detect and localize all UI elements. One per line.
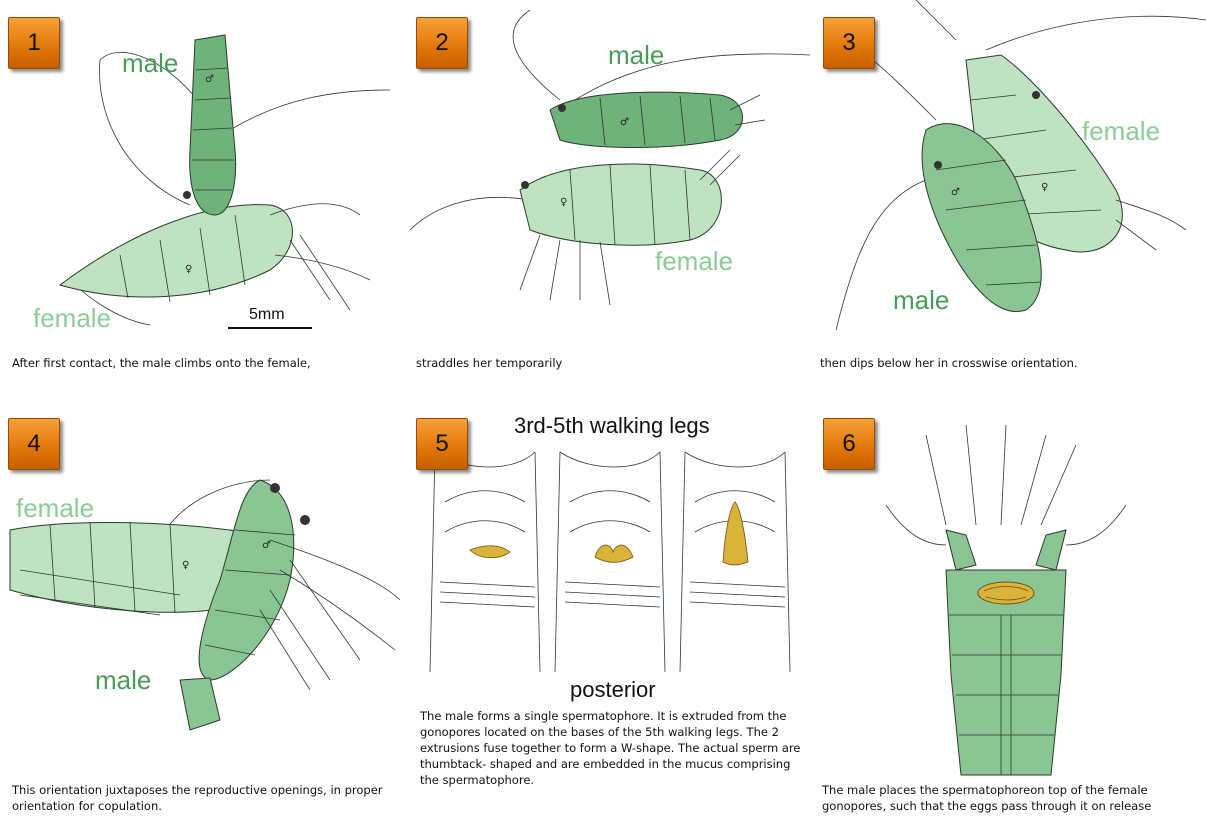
legs-heading: 3rd-5th walking legs [514,413,710,439]
label-male-4: male [95,665,151,696]
female-symbol-icon: ♀ [560,197,567,208]
female-symbol-icon: ♀ [185,264,192,275]
caption-2: straddles her temporarily [416,355,796,371]
label-female-2: female [655,246,733,277]
step-badge-3: 3 [823,17,875,69]
male-symbol-icon: ♂ [620,117,629,128]
panel-6-illustration [816,415,1206,785]
panel-4-illustration: ♂ ♀ [0,420,410,770]
female-symbol-icon: ♀ [1041,182,1048,193]
label-female-1: female [33,303,111,334]
male-symbol-icon: ♂ [262,540,271,551]
spermatophore-stage-1 [430,452,540,672]
label-male-3: male [893,285,949,316]
label-male-1: male [122,48,178,79]
step-badge-2: 2 [416,17,468,69]
scale-label: 5mm [249,306,285,324]
step-badge-4: 4 [8,418,60,470]
caption-1: After first contact, the male climbs ont… [12,355,392,371]
panel-1-illustration: ♂ ♀ [0,0,400,340]
spermatophore-stage-3 [680,452,790,672]
step-badge-5: 5 [416,418,468,470]
label-male-2: male [608,40,664,71]
panel-5-illustration [415,442,805,672]
spermatophore-stage-2 [555,452,665,672]
step-badge-6: 6 [823,418,875,470]
caption-3: then dips below her in crosswise orienta… [820,355,1200,371]
male-symbol-icon: ♂ [951,187,960,198]
male-symbol-icon: ♂ [205,74,214,85]
caption-6: The male places the spermatophoreon top … [822,782,1206,814]
caption-4: This orientation juxtaposes the reproduc… [12,782,407,814]
label-female-3: female [1082,116,1160,147]
female-symbol-icon: ♀ [182,560,189,571]
caption-5: The male forms a single spermatophore. I… [420,708,802,788]
label-female-4: female [16,493,94,524]
step-badge-1: 1 [8,17,60,69]
posterior-label: posterior [570,677,656,703]
spermatophore [978,582,1034,604]
